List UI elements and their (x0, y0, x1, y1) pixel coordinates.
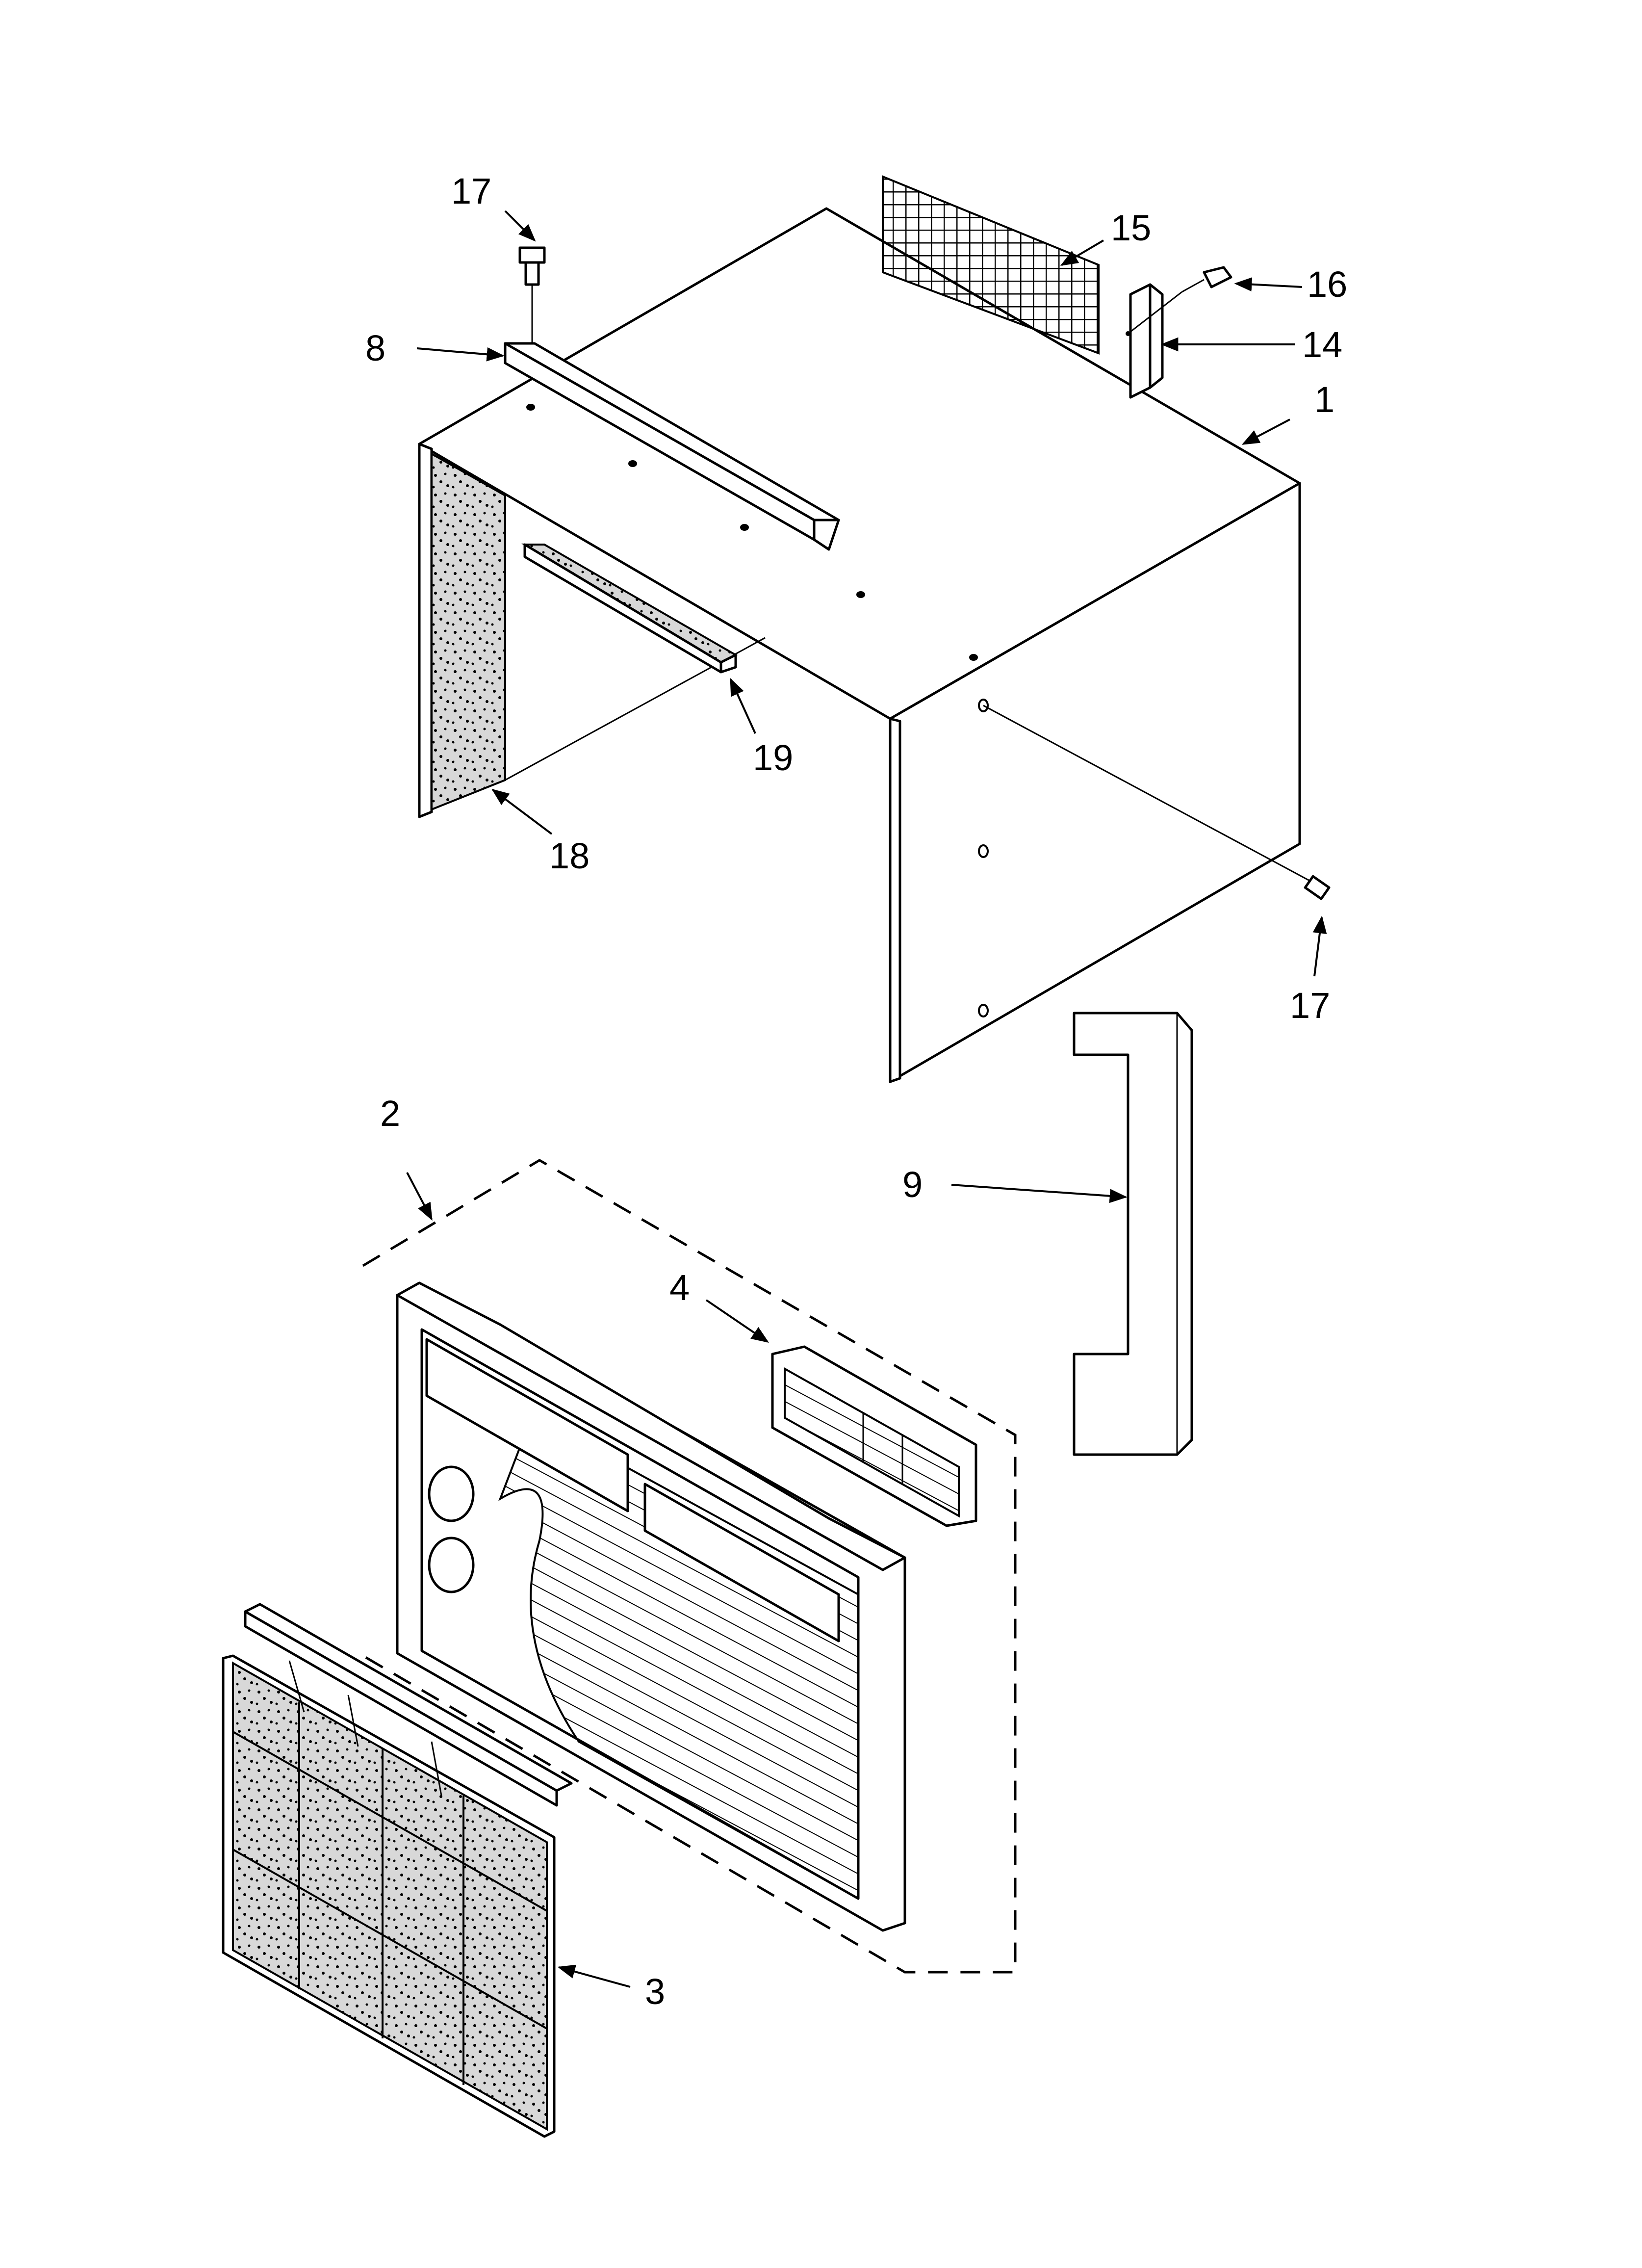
callout-9: 9 (902, 1164, 923, 1205)
air-deflector-part-4 (771, 1345, 977, 1527)
cabinet-part-1 (418, 207, 1301, 1083)
foam-strip-part-19 (521, 543, 738, 674)
callout-17-side: 17 (1290, 985, 1330, 1026)
callout-17-top: 17 (451, 171, 491, 211)
gasket-part-9 (1073, 1012, 1193, 1456)
screw-part-16 (1128, 266, 1232, 335)
callout-8: 8 (365, 328, 385, 368)
grille-mesh-part-15 (882, 175, 1100, 355)
side-foam-part-18 (418, 443, 506, 818)
callout-2: 2 (380, 1093, 400, 1134)
top-rail-part-8 (504, 342, 840, 551)
callout-15: 15 (1111, 208, 1151, 248)
angle-bracket-part-14 (1126, 283, 1164, 399)
callout-19: 19 (753, 737, 793, 778)
filter-part-3 (222, 1603, 573, 2138)
leader-lines (406, 210, 1327, 1988)
screw-part-17-side (983, 704, 1331, 900)
callout-labels: 17 8 15 16 14 1 19 18 17 2 9 4 3 (365, 171, 1347, 2012)
callout-18: 18 (549, 835, 590, 876)
callout-14: 14 (1302, 324, 1342, 365)
screw-part-17-top (518, 246, 546, 343)
callout-1: 1 (1314, 379, 1334, 420)
callout-16: 16 (1307, 264, 1347, 305)
callout-3: 3 (645, 1971, 665, 2012)
front-panel-assembly-part-2 (362, 1159, 1017, 1974)
callout-4: 4 (669, 1267, 690, 1308)
